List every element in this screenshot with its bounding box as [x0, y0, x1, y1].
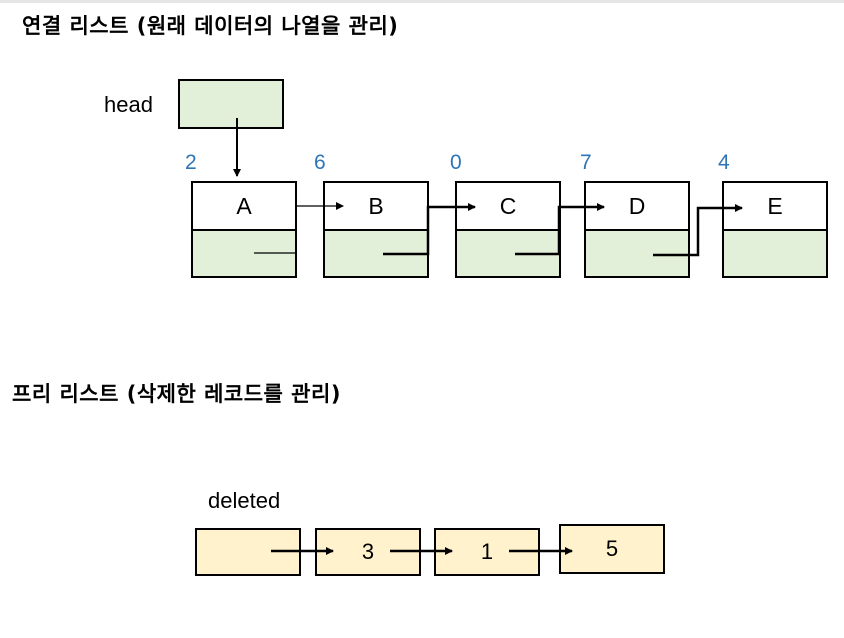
top-border	[0, 0, 844, 3]
list-node: C	[455, 181, 561, 278]
free-list-title: 프리 리스트 (삭제한 레코드를 관리)	[12, 382, 341, 406]
linked-list-title: 연결 리스트 (원래 데이터의 나열을 관리)	[22, 14, 399, 38]
head-label: head	[104, 92, 153, 117]
list-node: E	[722, 181, 828, 278]
node-value: E	[767, 193, 783, 219]
node-value: A	[236, 193, 252, 219]
deleted-label: deleted	[208, 488, 281, 513]
free-node: 5	[559, 524, 665, 574]
node-index: 2	[185, 151, 197, 174]
list-node: D	[584, 181, 690, 278]
node-next-field	[193, 229, 295, 276]
node-next-field	[457, 229, 559, 276]
node-index: 0	[450, 151, 462, 174]
node-next-field	[724, 229, 826, 276]
node-index: 4	[718, 151, 730, 174]
node-index: 6	[314, 151, 326, 174]
node-value: C	[499, 193, 517, 219]
node-value: B	[368, 193, 384, 219]
free-node: 1	[434, 528, 540, 576]
list-node: B	[323, 181, 429, 278]
free-node	[195, 528, 301, 576]
free-node: 3	[315, 528, 421, 576]
node-next-field	[325, 229, 427, 276]
list-node: A	[191, 181, 297, 278]
node-next-field	[586, 229, 688, 276]
head-pointer-box	[178, 79, 284, 129]
node-value: D	[628, 193, 646, 219]
node-index: 7	[580, 151, 592, 174]
